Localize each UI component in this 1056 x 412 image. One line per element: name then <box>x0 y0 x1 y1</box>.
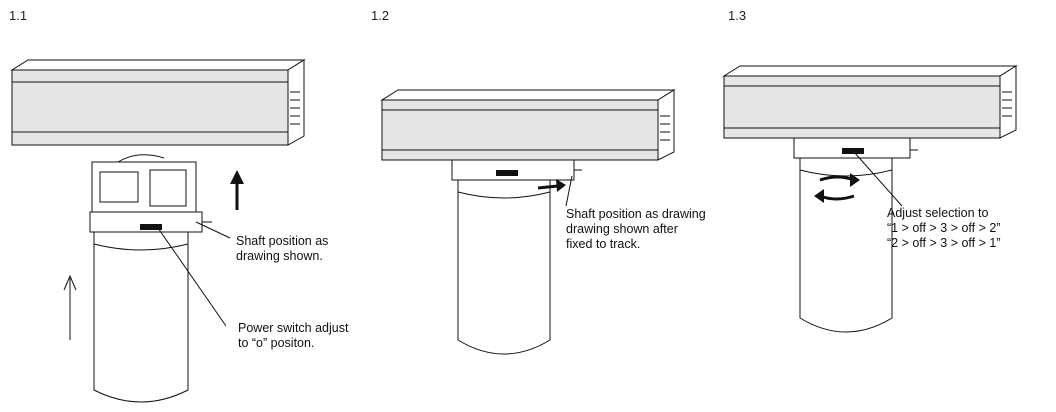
track-adapter <box>451 159 582 181</box>
track-rail <box>10 59 306 146</box>
leader-line-shaft <box>195 221 231 239</box>
track-adapter <box>89 154 212 233</box>
track-rail <box>722 65 1018 139</box>
leader-line-shaft <box>565 175 573 207</box>
track-rail <box>380 89 676 161</box>
note-adjust-selection: Adjust selection to “1 > off > 3 > off >… <box>887 206 1001 250</box>
step-1-1: 1.1 <box>0 0 352 412</box>
step-number: 1.1 <box>9 8 28 23</box>
note-shaft-position-fixed: Shaft position as drawing drawing shown … <box>566 207 706 251</box>
note-shaft-position: Shaft position as drawing shown. <box>236 234 329 263</box>
push-arrow-icon <box>537 179 566 192</box>
step-number: 1.2 <box>371 8 390 23</box>
luminaire-body <box>457 179 551 355</box>
insert-direction-arrow-icon <box>63 274 77 340</box>
leader-line-switch <box>157 227 227 327</box>
step-1-2: 1.2 Shaft position as drawing dra <box>352 0 706 412</box>
luminaire-body <box>799 157 893 333</box>
rotate-arrows-icon <box>814 173 860 203</box>
step-1-3: 1.3 Adjust selectio <box>704 0 1056 412</box>
note-power-switch: Power switch adjust to “o” positon. <box>238 321 349 350</box>
step-1-3-illustration <box>722 65 1018 333</box>
step-1-1-illustration <box>10 59 306 403</box>
up-arrow-icon <box>230 170 244 210</box>
leader-line-selector <box>853 151 903 207</box>
step-number: 1.3 <box>728 8 747 23</box>
luminaire-body <box>93 231 189 403</box>
step-1-2-illustration <box>380 89 676 355</box>
